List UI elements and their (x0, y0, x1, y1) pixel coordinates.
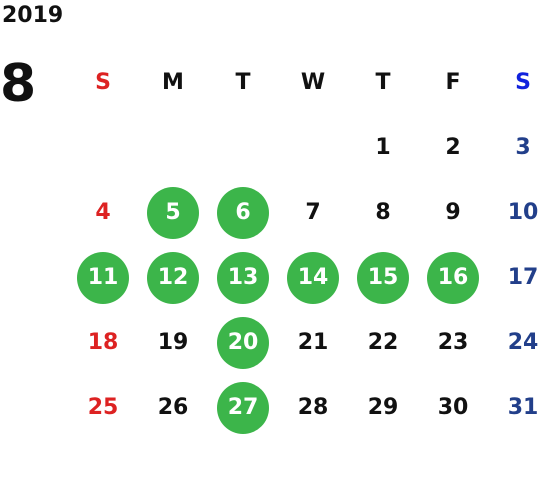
calendar-day: 25 (87, 395, 119, 420)
calendar-day-cell[interactable]: 1 (348, 115, 418, 180)
calendar-day-cell (278, 115, 348, 180)
calendar-day: 10 (507, 200, 539, 225)
calendar-day-cell[interactable]: 12 (138, 245, 208, 310)
weekday-header-row: S M T W T F S (68, 50, 548, 115)
month-label: 8 (0, 54, 37, 114)
weekday-header: T (235, 70, 251, 95)
calendar-day: 23 (437, 330, 469, 355)
weekday-header: M (162, 70, 184, 95)
calendar-day: 22 (367, 330, 399, 355)
calendar-day: 28 (297, 395, 329, 420)
calendar-day: 21 (297, 330, 329, 355)
calendar-day: 30 (437, 395, 469, 420)
calendar-day-highlighted: 13 (217, 251, 269, 304)
calendar-day-cell[interactable]: 18 (68, 310, 138, 375)
calendar-day-highlighted: 14 (287, 251, 339, 304)
calendar-day-cell[interactable]: 15 (348, 245, 418, 310)
calendar-day-cell[interactable]: 8 (348, 180, 418, 245)
calendar-day-highlighted: 27 (217, 381, 269, 434)
calendar-day: 26 (157, 395, 189, 420)
weekday-header: W (300, 70, 326, 95)
year-label: 2019 (2, 3, 64, 28)
calendar-day-cell[interactable]: 11 (68, 245, 138, 310)
calendar-day-cell[interactable]: 27 (208, 375, 278, 440)
calendar-day-cell[interactable]: 28 (278, 375, 348, 440)
calendar-day-highlighted: 12 (147, 251, 199, 304)
calendar-day-cell[interactable]: 29 (348, 375, 418, 440)
weekday-header: T (375, 70, 391, 95)
calendar-day-highlighted: 5 (147, 186, 199, 239)
calendar-day-cell[interactable]: 9 (418, 180, 488, 245)
calendar-day-cell[interactable]: 7 (278, 180, 348, 245)
calendar-day-cell[interactable]: 25 (68, 375, 138, 440)
calendar-day: 2 (445, 135, 461, 160)
calendar-day-cell[interactable]: 3 (488, 115, 548, 180)
calendar-day: 24 (507, 330, 539, 355)
calendar-day-cell (208, 115, 278, 180)
calendar-week-row: 18 19 20 21 22 23 24 (68, 310, 548, 375)
calendar-day-cell (68, 115, 138, 180)
calendar-day-cell[interactable]: 14 (278, 245, 348, 310)
calendar-day-cell[interactable]: 5 (138, 180, 208, 245)
weekday-header: S (95, 70, 111, 95)
calendar-day-cell[interactable]: 23 (418, 310, 488, 375)
calendar-day-cell[interactable]: 16 (418, 245, 488, 310)
calendar-day-highlighted: 6 (217, 186, 269, 239)
calendar-day-cell[interactable]: 26 (138, 375, 208, 440)
calendar-day-highlighted: 16 (427, 251, 479, 304)
calendar-day: 17 (507, 265, 539, 290)
weekday-header: F (445, 70, 461, 95)
calendar-day: 4 (95, 200, 111, 225)
calendar-week-row: 1 2 3 (68, 115, 548, 180)
calendar-week-row: 11 12 13 14 15 16 17 (68, 245, 548, 310)
calendar-day: 3 (515, 135, 531, 160)
calendar-day: 1 (375, 135, 391, 160)
calendar-day-cell[interactable]: 21 (278, 310, 348, 375)
calendar-day-cell[interactable]: 10 (488, 180, 548, 245)
calendar-day-cell[interactable]: 2 (418, 115, 488, 180)
weekday-header: S (515, 70, 531, 95)
calendar-day: 9 (445, 200, 461, 225)
calendar-day: 8 (375, 200, 391, 225)
calendar-day-highlighted: 20 (217, 316, 269, 369)
calendar-day-cell[interactable]: 13 (208, 245, 278, 310)
calendar-day-cell[interactable]: 24 (488, 310, 548, 375)
calendar-week-row: 25 26 27 28 29 30 31 (68, 375, 548, 440)
calendar-day-cell[interactable]: 30 (418, 375, 488, 440)
calendar-day-cell[interactable]: 17 (488, 245, 548, 310)
calendar-day: 7 (305, 200, 321, 225)
calendar-day: 19 (157, 330, 189, 355)
calendar-day-cell[interactable]: 22 (348, 310, 418, 375)
calendar-day-highlighted: 11 (77, 251, 129, 304)
calendar-day-cell[interactable]: 31 (488, 375, 548, 440)
calendar-day-highlighted: 15 (357, 251, 409, 304)
calendar-day-cell[interactable]: 6 (208, 180, 278, 245)
calendar-day: 18 (87, 330, 119, 355)
calendar-day: 29 (367, 395, 399, 420)
calendar-day-cell (138, 115, 208, 180)
calendar-day: 31 (507, 395, 539, 420)
calendar-day-cell[interactable]: 20 (208, 310, 278, 375)
calendar-day-cell[interactable]: 4 (68, 180, 138, 245)
calendar-day-cell[interactable]: 19 (138, 310, 208, 375)
